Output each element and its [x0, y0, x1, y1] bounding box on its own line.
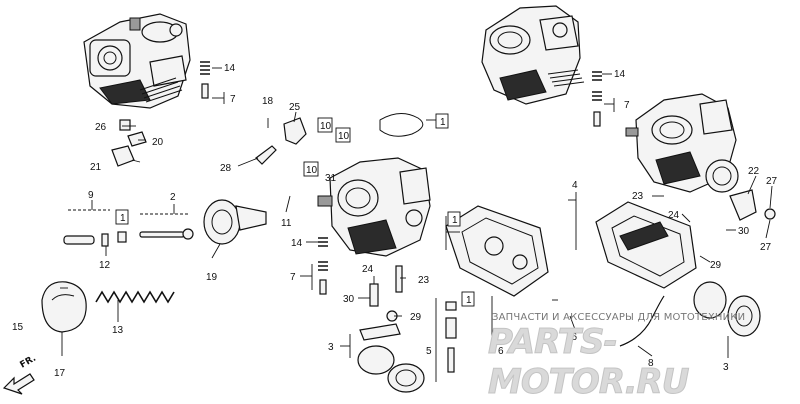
callout-16: 16 — [566, 332, 578, 343]
callout-21: 21 — [90, 162, 102, 173]
callout-8: 8 — [648, 358, 654, 369]
callout-29: 29 — [710, 260, 722, 271]
callout-19: 19 — [206, 272, 218, 283]
callout-1: 1 — [120, 213, 126, 224]
callout-23: 23 — [418, 275, 430, 286]
callout-31: 31 — [325, 173, 337, 184]
callout-2: 2 — [170, 192, 176, 203]
leader-lines — [60, 67, 773, 382]
intake-boot-3 — [357, 323, 425, 393]
intake-boot-3-right — [693, 281, 761, 337]
callout-27: 27 — [766, 176, 778, 187]
callout-30: 30 — [738, 226, 750, 237]
callout-7: 7 — [290, 272, 296, 283]
callout-24: 24 — [362, 264, 374, 275]
callout-numbers: 14 7 18 25 26 20 21 28 10 10 10 31 1 9 2… — [12, 63, 778, 379]
callout-14: 14 — [224, 63, 236, 74]
direction-label: FR. — [19, 354, 38, 371]
callout-1: 1 — [466, 295, 472, 306]
callout-29: 29 — [410, 312, 422, 323]
callout-13: 13 — [112, 325, 124, 336]
callout-4: 4 — [572, 180, 578, 191]
diaphragm-19 — [203, 199, 267, 245]
callout-20: 20 — [152, 137, 164, 148]
callout-28: 28 — [220, 163, 232, 174]
callout-25: 25 — [289, 102, 301, 113]
small-springs — [200, 61, 602, 295]
callout-7: 7 — [624, 100, 630, 111]
spring-part-13 — [95, 290, 175, 304]
diaphragm-cover-17 — [41, 281, 87, 356]
callout-10: 10 — [320, 121, 332, 132]
callout-27: 27 — [760, 242, 772, 253]
carburetor-body-center — [317, 157, 431, 257]
watermark-caption: ЗАПЧАСТИ И АКСЕССУАРЫ ДЛЯ МОТОТЕХНИКИ — [492, 312, 746, 323]
choke-shaft-parts-9 — [63, 228, 194, 247]
callout-12: 12 — [99, 260, 111, 271]
watermark-logo: PARTS-MOTOR.RU — [488, 322, 690, 403]
link-arm-22 — [729, 189, 776, 221]
callout-5: 5 — [426, 346, 432, 357]
callout-18: 18 — [262, 96, 274, 107]
callout-24: 24 — [668, 210, 680, 221]
callout-22: 22 — [748, 166, 760, 177]
carburetor-assembly-top-left — [83, 13, 191, 109]
callout-1: 1 — [440, 117, 446, 128]
gasket-ring — [379, 113, 424, 137]
callout-3: 3 — [328, 342, 334, 353]
float-chamber-center — [445, 205, 549, 297]
callout-3: 3 — [723, 362, 729, 373]
boxed-label-frames — [115, 113, 475, 307]
callout-7: 7 — [230, 94, 236, 105]
float-chamber-right — [595, 201, 697, 289]
callout-15: 15 — [12, 322, 24, 333]
callout-26: 26 — [95, 122, 107, 133]
needle-valve-parts — [369, 265, 457, 373]
callout-10: 10 — [338, 131, 350, 142]
callout-11: 11 — [281, 218, 292, 229]
callout-10: 10 — [306, 165, 318, 176]
throttle-parts-top — [111, 117, 307, 167]
front-direction-arrow: FR. — [2, 354, 38, 395]
callout-14: 14 — [291, 238, 303, 249]
callout-30: 30 — [343, 294, 355, 305]
callout-6: 6 — [498, 346, 504, 357]
carburetor-assembly-right — [625, 93, 739, 193]
carburetor-assembly-top-center — [481, 5, 585, 105]
callout-1: 1 — [452, 215, 458, 226]
callout-9: 9 — [88, 190, 94, 201]
callout-17: 17 — [54, 368, 66, 379]
callout-23: 23 — [632, 191, 644, 202]
callout-14: 14 — [614, 69, 626, 80]
fuel-pipe-8 — [619, 295, 665, 347]
